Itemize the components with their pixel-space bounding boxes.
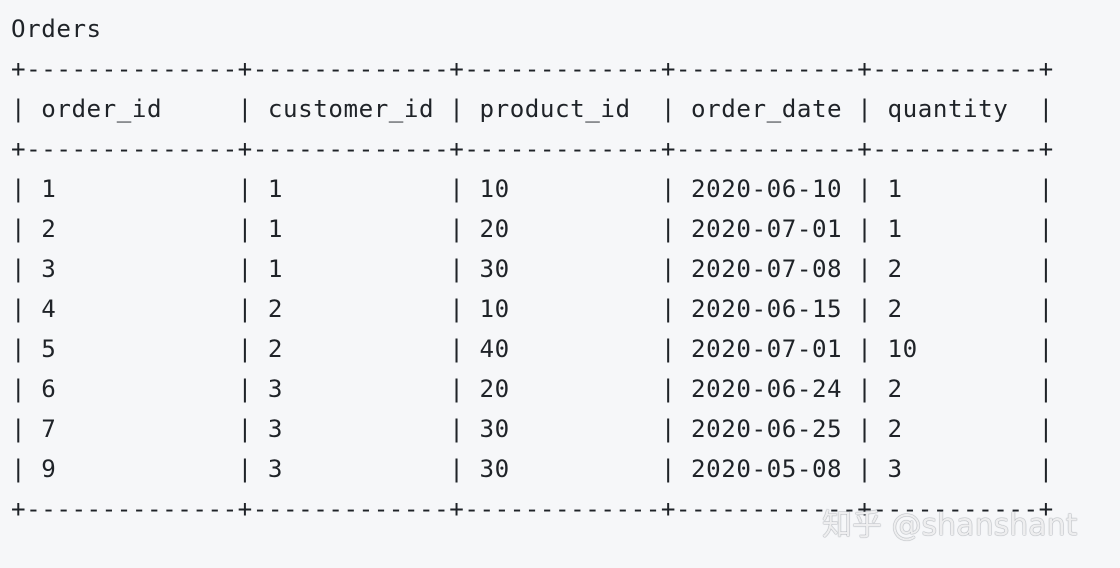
table-title: Orders — [11, 15, 102, 43]
table-row: | 9 | 3 | 30 | 2020-05-08 | 3 | — [11, 455, 1054, 483]
table-row: | 1 | 1 | 10 | 2020-06-10 | 1 | — [11, 175, 1054, 203]
table-row: | 3 | 1 | 30 | 2020-07-08 | 2 | — [11, 255, 1054, 283]
table-header-row: | order_id | customer_id | product_id | … — [11, 95, 1054, 123]
table-row: | 2 | 1 | 20 | 2020-07-01 | 1 | — [11, 215, 1054, 243]
table-bottom-border: +--------------+-------------+----------… — [11, 495, 1054, 523]
table-body: | 1 | 1 | 10 | 2020-06-10 | 1 | | 2 | 1 |… — [11, 169, 1054, 489]
table-top-border: +--------------+-------------+----------… — [11, 55, 1054, 83]
orders-ascii-table: Orders +--------------+-------------+----… — [11, 9, 1054, 529]
table-row: | 5 | 2 | 40 | 2020-07-01 | 10 | — [11, 335, 1054, 363]
table-header-border: +--------------+-------------+----------… — [11, 135, 1054, 163]
watermark: 知乎 @shanshant — [822, 508, 1078, 543]
table-row: | 4 | 2 | 10 | 2020-06-15 | 2 | — [11, 295, 1054, 323]
table-row: | 7 | 3 | 30 | 2020-06-25 | 2 | — [11, 415, 1054, 443]
table-row: | 6 | 3 | 20 | 2020-06-24 | 2 | — [11, 375, 1054, 403]
